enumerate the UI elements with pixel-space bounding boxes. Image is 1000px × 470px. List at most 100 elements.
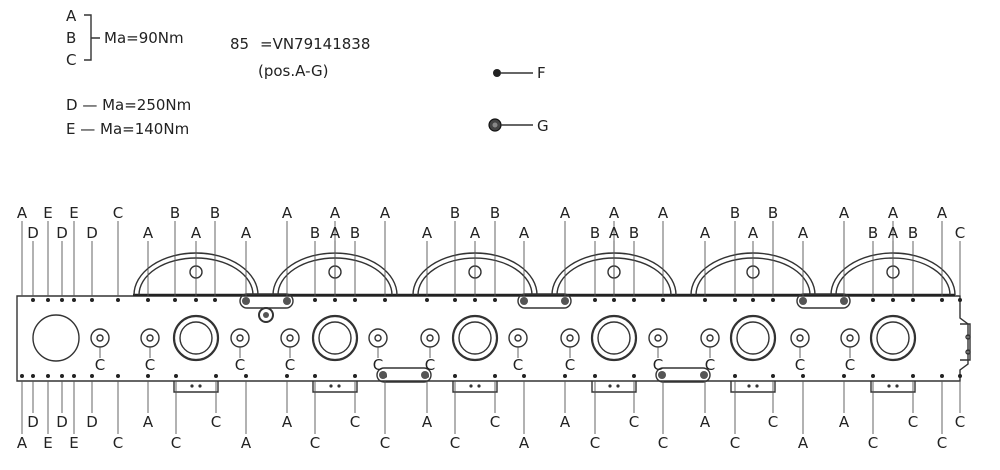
bracket-hole — [198, 384, 202, 388]
link-bolt — [799, 297, 807, 305]
bolt-dot-bottom — [801, 374, 805, 378]
bolt-dot-bottom — [214, 374, 218, 378]
position-label: C — [211, 413, 221, 431]
stud-inner — [374, 334, 382, 342]
g-plug — [258, 307, 274, 323]
bolt-dot-top — [661, 298, 665, 302]
bolt-dot-top — [632, 298, 636, 302]
position-label: C — [565, 356, 575, 374]
stud-inner — [236, 334, 244, 342]
legend-bracket — [84, 14, 100, 61]
link-bolt — [379, 371, 387, 379]
position-label: A — [330, 204, 341, 222]
part-positions: (pos.A-G) — [258, 62, 329, 80]
stud-inner — [146, 334, 154, 342]
bolt-dot-top — [493, 298, 497, 302]
position-label: B — [908, 224, 918, 242]
bracket-hole — [616, 384, 620, 388]
position-label: B — [170, 204, 180, 222]
bolt-dot-bottom — [771, 374, 775, 378]
position-label: C — [908, 413, 918, 431]
bottom-bracket — [591, 381, 637, 393]
legend-torque-abc: Ma=90Nm — [104, 29, 184, 47]
bolt-dot-bottom — [493, 374, 497, 378]
position-label: A — [241, 224, 252, 242]
position-label: D — [86, 224, 98, 242]
position-label: A — [143, 413, 154, 431]
position-label: C — [310, 434, 320, 452]
stud-outer — [280, 328, 300, 348]
bolt-dot-bottom — [733, 374, 737, 378]
position-label: C — [868, 434, 878, 452]
link-bolt — [700, 371, 708, 379]
bolt-dot-bottom — [911, 374, 915, 378]
bolt-dot-bottom — [72, 374, 76, 378]
bolt-dot-bottom — [871, 374, 875, 378]
stud-outer — [790, 328, 810, 348]
legend-letter-a: A — [66, 7, 77, 25]
link-bolt — [520, 297, 528, 305]
stud-outer — [368, 328, 388, 348]
position-label: A — [422, 224, 433, 242]
position-label: A — [330, 224, 341, 242]
bolt-dot-top — [891, 298, 895, 302]
bolt-dot-bottom — [174, 374, 178, 378]
position-label: E — [43, 434, 52, 452]
bracket-hole — [895, 384, 899, 388]
bracket-hole — [469, 384, 473, 388]
cylinder-bore-inner — [876, 321, 910, 355]
bolt-dot-bottom — [313, 374, 317, 378]
bolt-dot-top — [313, 298, 317, 302]
bracket-hole — [337, 384, 341, 388]
bolt-dot-bottom — [958, 374, 962, 378]
legend: A B C Ma=90Nm D — Ma=250Nm E — Ma=140Nm … — [66, 7, 549, 138]
bottom-link-plate — [376, 367, 432, 383]
bolt-dot-top — [751, 298, 755, 302]
bolt-dot-bottom — [593, 374, 597, 378]
bolt-dot-top — [771, 298, 775, 302]
position-label: A — [519, 224, 530, 242]
bracket-hole — [755, 384, 759, 388]
g-plug-center — [263, 312, 269, 318]
position-label: B — [310, 224, 320, 242]
position-label: A — [380, 204, 391, 222]
position-label: A — [519, 434, 530, 452]
stud-inner — [654, 334, 662, 342]
position-label: C — [653, 356, 663, 374]
cylinder-bore-inner — [458, 321, 492, 355]
position-label: E — [69, 204, 78, 222]
bolt-dot-bottom — [46, 374, 50, 378]
position-label: E — [69, 434, 78, 452]
position-label: D — [56, 224, 68, 242]
bolt-dot-bottom — [285, 374, 289, 378]
bolt-dot-bottom — [522, 374, 526, 378]
bolt-dot-top — [46, 298, 50, 302]
position-label: A — [143, 224, 154, 242]
stud-outer — [648, 328, 668, 348]
link-bolt — [561, 297, 569, 305]
link-bolt — [283, 297, 291, 305]
stud-inner — [566, 334, 574, 342]
position-label: A — [748, 224, 759, 242]
cylinder-bore-outer — [590, 314, 638, 362]
position-label: A — [422, 413, 433, 431]
bottom-bracket — [452, 381, 498, 393]
position-label: B — [490, 204, 500, 222]
cylinder-bore-outer — [172, 314, 220, 362]
bolt-dot-top — [958, 298, 962, 302]
cylinder-bore-outer — [729, 314, 777, 362]
cylinder-head-plate — [16, 252, 971, 393]
stud-outer — [560, 328, 580, 348]
bolt-dot-bottom — [146, 374, 150, 378]
position-label: B — [629, 224, 639, 242]
stud-outer — [700, 328, 720, 348]
position-label: C — [955, 413, 965, 431]
stud-inner — [846, 334, 854, 342]
position-label: A — [241, 434, 252, 452]
bolt-dot-top — [213, 298, 217, 302]
position-label: B — [768, 204, 778, 222]
bolt-dot-bottom — [31, 374, 35, 378]
